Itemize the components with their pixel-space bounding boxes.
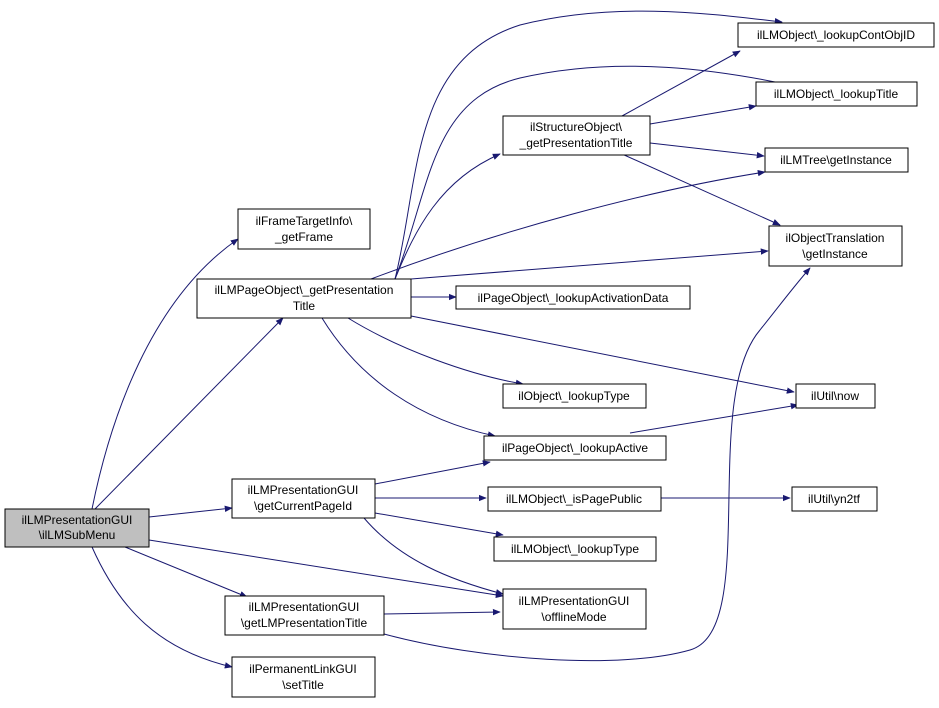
edge-root-current-page [148,505,233,518]
node-page-object-lookup-activation-data[interactable]: ilPageObject\_lookupActivationData [455,285,691,310]
node-lm-object-is-page-public[interactable]: ilLMObject\_isPagePublic [487,486,662,512]
node-structure-object-get-presentation-title[interactable]: ilStructureObject\ _getPresentationTitle [502,115,651,156]
node-lm-title-line1: ilLMPresentationGUI [249,600,360,614]
node-lm-object-lookup-title[interactable]: ilLMObject\_lookupTitle [755,81,918,107]
node-tree-label: ilLMTree\getInstance [780,153,892,167]
edge-root-perm-link [91,546,233,669]
node-lm-title-line2: \getLMPresentationTitle [241,616,368,630]
node-cont-obj-label: ilLMObject\_lookupContObjID [757,28,915,42]
node-lm-object-lookup-cont-obj-id[interactable]: ilLMObject\_lookupContObjID [737,22,935,48]
node-translation-line2: \getInstance [802,247,868,261]
edge-lm-title-offline [383,608,501,616]
edge-current-page-page-active [374,460,491,485]
edge-root-page-title [94,317,284,510]
node-offline-mode[interactable]: ilLMPresentationGUI \offlineMode [502,588,647,630]
node-yn2tf-label: ilUtil\yn2tf [808,492,861,506]
node-struct-title-line1: ilStructureObject\ [530,120,623,134]
edge-current-page-offline [363,517,504,596]
node-frame-target-line2: _getFrame [274,230,333,244]
node-obj-lookup-type-label: ilObject\_lookupType [518,389,630,403]
node-object-translation-get-instance[interactable]: ilObjectTranslation \getInstance [768,225,903,267]
nodes: ilLMPresentationGUI \ilLMSubMenu ilFrame… [4,22,935,698]
node-root-submenu[interactable]: ilLMPresentationGUI \ilLMSubMenu [4,508,150,548]
node-root-submenu-line1: ilLMPresentationGUI [22,513,133,527]
edge-current-page-lm-lookup-type [374,512,504,537]
node-lm-lookup-type-label: ilLMObject\_lookupType [511,542,639,556]
edge-page-title-translation [410,248,769,280]
edge-page-title-tree [370,169,766,280]
node-frame-target-line1: ilFrameTargetInfo\ [256,214,353,228]
node-lm-lookup-title-label: ilLMObject\_lookupTitle [774,87,899,101]
edge-page-title-struct [394,153,501,280]
edge-page-title-now [410,315,795,394]
edge-struct-tree [649,142,765,159]
node-is-public-label: ilLMObject\_isPagePublic [506,492,642,506]
node-util-now[interactable]: ilUtil\now [795,383,876,409]
node-page-title-line1: ilLMPageObject\_getPresentation [215,283,394,297]
edge-root-lm-title [124,546,248,598]
node-lm-object-lookup-type[interactable]: ilLMObject\_lookupType [493,536,657,562]
edge-struct-cont-obj [621,50,741,117]
edge-lm-title-translation [383,267,811,662]
edge-page-active-now [629,403,799,434]
node-object-lookup-type[interactable]: ilObject\_lookupType [502,383,647,409]
node-translation-line1: ilObjectTranslation [786,231,885,245]
edge-root-frame-target [91,238,239,510]
edge-page-title-page-active [321,317,496,438]
node-offline-line1: ilLMPresentationGUI [519,594,630,608]
node-frame-target-get-frame[interactable]: ilFrameTargetInfo\ _getFrame [237,208,371,250]
edge-page-title-cont-obj [394,10,783,280]
node-page-object-get-presentation-title[interactable]: ilLMPageObject\_getPresentation Title [196,278,412,319]
node-root-submenu-line2: \ilLMSubMenu [39,528,116,542]
node-page-object-lookup-active[interactable]: ilPageObject\_lookupActive [483,435,667,461]
edge-page-title-lm-lookup-title [394,65,796,280]
edge-root-offline [148,539,504,599]
node-get-current-page-id[interactable]: ilLMPresentationGUI \getCurrentPageId [231,478,376,519]
node-permanent-link-set-title[interactable]: ilPermanentLinkGUI \setTitle [231,656,376,698]
node-page-title-line2: Title [293,299,316,313]
node-offline-line2: \offlineMode [541,610,606,624]
node-struct-title-line2: _getPresentationTitle [519,136,633,150]
node-current-page-line2: \getCurrentPageId [254,499,352,513]
edge-page-title-obj-lookup-type [347,317,524,386]
node-lm-tree-get-instance[interactable]: ilLMTree\getInstance [764,147,909,173]
node-page-active-label: ilPageObject\_lookupActive [502,441,648,455]
node-current-page-line1: ilLMPresentationGUI [248,483,359,497]
edge-struct-lm-lookup-title [649,104,757,125]
edge-struct-translation [621,153,781,226]
node-activation-label: ilPageObject\_lookupActivationData [478,291,669,305]
node-now-label: ilUtil\now [811,389,859,403]
edges [91,10,811,669]
node-util-yn2tf[interactable]: ilUtil\yn2tf [791,486,878,512]
node-perm-link-line2: \setTitle [282,678,324,692]
node-get-lm-presentation-title[interactable]: ilLMPresentationGUI \getLMPresentationTi… [224,595,385,636]
node-perm-link-line1: ilPermanentLinkGUI [249,662,356,676]
